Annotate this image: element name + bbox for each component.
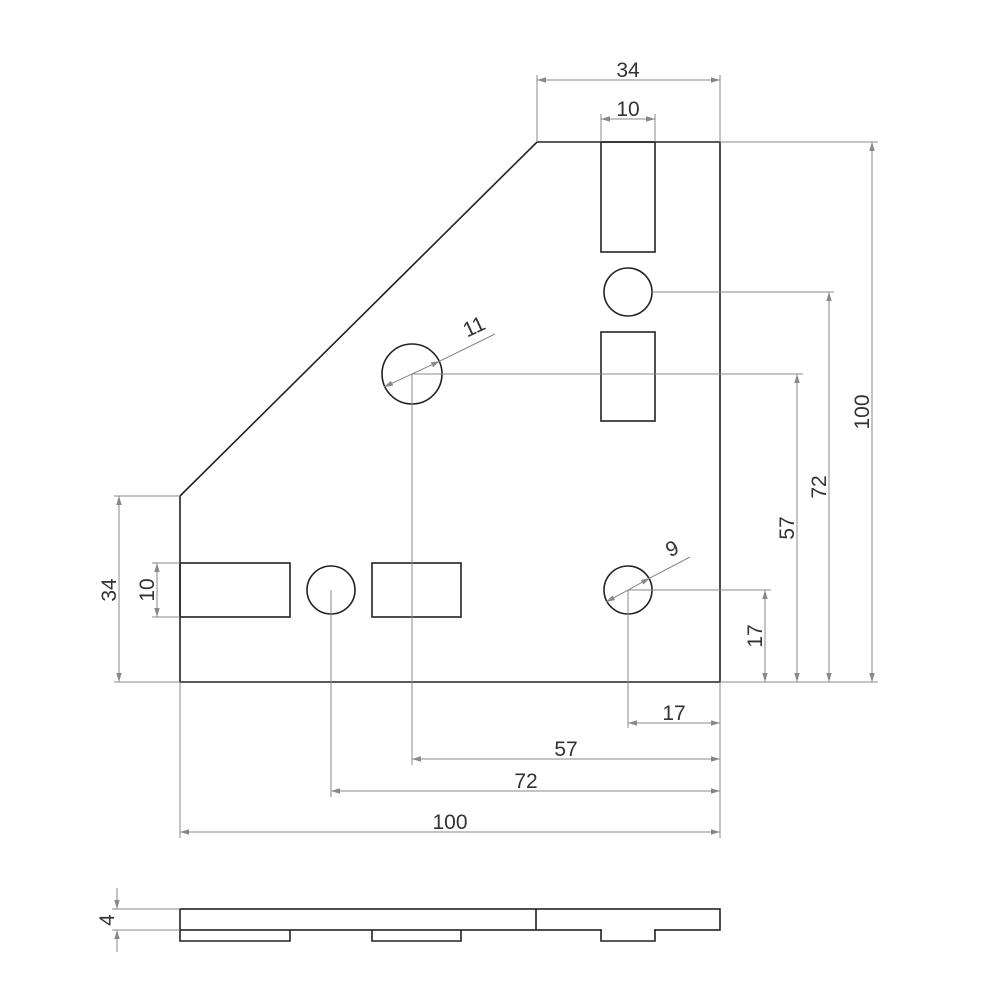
svg-text:17: 17 [744,624,767,647]
svg-text:57: 57 [776,516,799,539]
slot-left-outer [179,562,291,618]
plate-outline [179,141,721,683]
hole-top [603,267,653,317]
dim-slot-10-left: 10 [136,562,180,618]
dim-height-100: 100 [720,141,878,683]
svg-text:34: 34 [98,578,121,602]
dim-top-34: 34 [536,59,721,142]
dim-hole-9: 9 [605,536,691,603]
svg-text:100: 100 [851,394,874,429]
side-view [179,908,721,942]
svg-text:72: 72 [808,475,831,498]
dim-height-57: 57 [412,373,803,682]
dim-hole-11: 11 [383,312,496,388]
svg-text:72: 72 [514,770,537,793]
svg-text:34: 34 [616,59,640,82]
dim-width-57: 57 [411,374,720,765]
dim-width-72: 72 [330,590,720,797]
svg-text:10: 10 [136,578,159,601]
svg-text:57: 57 [554,738,577,761]
dim-slot-10-top: 10 [600,98,656,142]
dim-width-100: 100 [179,682,720,838]
svg-text:10: 10 [616,98,639,121]
dim-width-17: 17 [627,590,721,838]
dim-thickness-4: 4 [96,888,180,952]
dim-height-72: 72 [652,291,834,682]
svg-text:100: 100 [432,811,467,834]
dim-height-17: 17 [628,589,771,682]
svg-text:4: 4 [96,914,119,926]
svg-text:9: 9 [662,536,682,562]
slot-top-upper [600,141,656,253]
dim-left-34: 34 [98,495,180,683]
slot-left-inner [371,562,462,618]
svg-text:11: 11 [460,312,489,342]
svg-text:17: 17 [662,702,685,725]
slot-top-lower [600,331,656,422]
